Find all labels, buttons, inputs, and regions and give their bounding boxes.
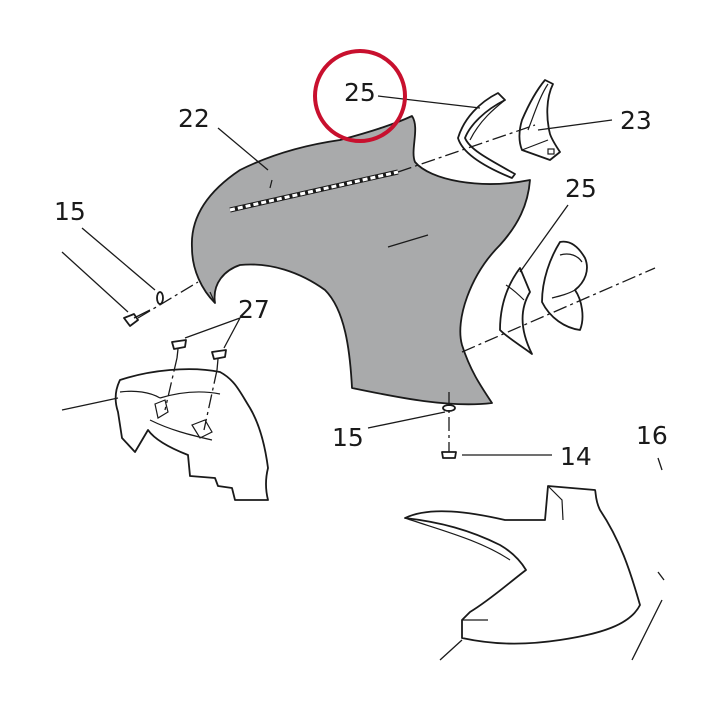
leader-lines — [61, 95, 665, 661]
side-bracket[interactable] — [541, 240, 588, 331]
callout-22[interactable]: 22 — [178, 104, 210, 133]
bracket-23[interactable] — [518, 79, 561, 161]
assembly-line-left — [137, 281, 199, 319]
callout-25-right[interactable]: 25 — [565, 174, 597, 203]
side-panel-22[interactable] — [191, 115, 531, 406]
callout-15-left[interactable]: 15 — [54, 197, 86, 226]
screw-27-left[interactable] — [171, 339, 187, 359]
callout-15-bottom[interactable]: 15 — [332, 423, 364, 452]
callout-25-top[interactable]: 25 — [344, 78, 376, 107]
screw-15-left[interactable] — [123, 309, 151, 327]
assembly-line-right — [461, 267, 656, 353]
callout-14[interactable]: 14 — [560, 442, 592, 471]
lower-housing-16[interactable] — [404, 485, 641, 645]
screw-14[interactable] — [441, 442, 457, 459]
trim-strip-25-right[interactable] — [499, 267, 533, 355]
washer-15-left[interactable] — [156, 291, 164, 305]
highlight-circle — [313, 49, 407, 143]
assembly-line-top — [397, 124, 536, 173]
trim-strip-25-top[interactable] — [457, 92, 516, 179]
callout-23[interactable]: 23 — [620, 106, 652, 135]
callout-16[interactable]: 16 — [636, 421, 668, 450]
lower-mount-bracket[interactable] — [114, 368, 269, 501]
callout-27[interactable]: 27 — [238, 295, 270, 324]
assembly-line-screw-left — [164, 357, 178, 411]
screw-27-right[interactable] — [211, 349, 227, 371]
assembly-line-screw-right — [203, 369, 218, 431]
